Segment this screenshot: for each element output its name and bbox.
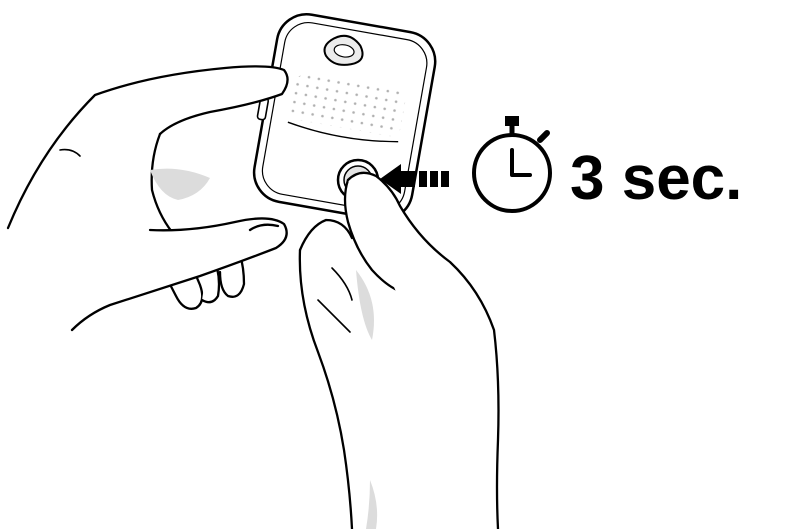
right-hand	[300, 173, 499, 529]
left-hand	[8, 66, 288, 330]
duration-label: 3 sec.	[570, 143, 742, 215]
stopwatch-icon	[474, 116, 550, 211]
